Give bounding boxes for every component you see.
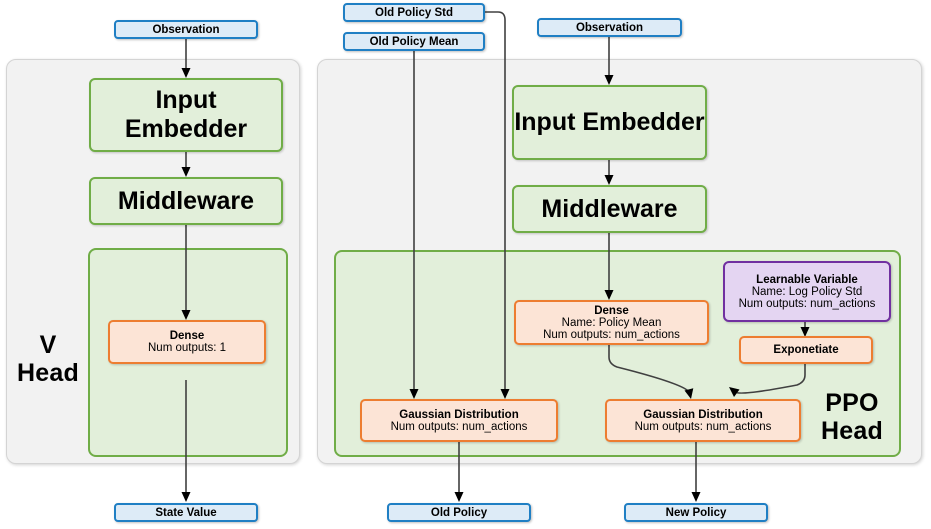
ppo-gaussian-new[interactable]: Gaussian Distribution Num outputs: num_a… [605,399,801,442]
v-dense[interactable]: Dense Num outputs: 1 [108,320,266,364]
ppo-dense-policy-mean-outputs: Num outputs: num_actions [543,328,680,341]
input-observation-ppo-label: Observation [575,21,644,34]
ppo-gaussian-old-title: Gaussian Distribution [399,408,519,421]
output-state-value[interactable]: State Value [114,503,258,522]
ppo-gaussian-old[interactable]: Gaussian Distribution Num outputs: num_a… [360,399,558,442]
input-old-policy-std[interactable]: Old Policy Std [343,3,485,22]
ppo-exponetiate[interactable]: Exponetiate [739,336,873,364]
ppo-learnable-variable-title: Learnable Variable [756,273,858,286]
output-old-policy[interactable]: Old Policy [387,503,531,522]
v-dense-title: Dense [169,330,205,342]
ppo-gaussian-new-title: Gaussian Distribution [643,408,763,421]
ppo-learnable-variable-outputs: Num outputs: num_actions [738,297,876,310]
ppo-gaussian-new-outputs: Num outputs: num_actions [634,420,772,433]
v-input-embedder-label: Input Embedder [124,86,248,143]
v-head-label-line1: V [39,331,57,359]
v-middleware-label: Middleware [117,186,255,215]
ppo-middleware-label: Middleware [541,194,678,223]
input-observation-v[interactable]: Observation [114,20,258,39]
ppo-learnable-variable[interactable]: Learnable Variable Name: Log Policy Std … [723,261,891,322]
output-state-value-label: State Value [155,506,217,519]
ppo-head-label: PPO Head [808,389,896,445]
input-old-policy-mean-label: Old Policy Mean [369,35,459,48]
ppo-middleware[interactable]: Middleware [512,185,707,233]
output-new-policy[interactable]: New Policy [624,503,768,522]
v-head-label: V Head [10,331,86,387]
output-new-policy-label: New Policy [665,506,727,519]
output-old-policy-label: Old Policy [430,506,488,519]
ppo-head-label-line1: PPO [825,389,879,417]
input-old-policy-std-label: Old Policy Std [375,6,453,19]
ppo-dense-policy-mean-title: Dense [594,304,629,317]
ppo-head-label-line2: Head [821,417,883,445]
ppo-dense-policy-mean[interactable]: Dense Name: Policy Mean Num outputs: num… [514,300,709,345]
input-old-policy-mean[interactable]: Old Policy Mean [343,32,485,51]
input-observation-ppo[interactable]: Observation [537,18,682,37]
ppo-input-embedder[interactable]: Input Embedder [512,85,707,160]
ppo-exponetiate-title: Exponetiate [773,344,839,356]
v-head-label-line2: Head [17,359,79,387]
ppo-gaussian-old-outputs: Num outputs: num_actions [390,420,528,433]
ppo-learnable-variable-name: Name: Log Policy Std [751,285,863,298]
input-observation-v-label: Observation [152,23,220,36]
v-input-embedder[interactable]: Input Embedder [89,78,283,152]
ppo-dense-policy-mean-name: Name: Policy Mean [561,316,662,329]
v-dense-outputs: Num outputs: 1 [148,342,226,354]
ppo-input-embedder-label: Input Embedder [514,108,705,136]
v-middleware[interactable]: Middleware [89,177,283,225]
